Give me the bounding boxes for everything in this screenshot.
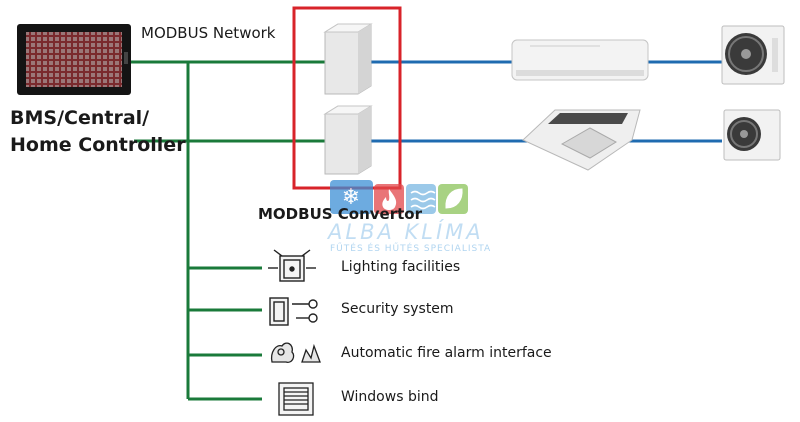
modbus-convertor-label: MODBUS Convertor xyxy=(258,205,422,223)
watermark-icons: ❄ xyxy=(330,180,468,214)
controller-label-line-2: Home Controller xyxy=(10,134,186,156)
controller-tablet xyxy=(17,24,131,95)
device-label-window-blind: Windows bind xyxy=(341,389,439,405)
device-label-fire-alarm: Automatic fire alarm interface xyxy=(341,345,552,361)
snowflake-icon xyxy=(330,180,373,214)
controller-label-line-1: BMS/Central/ xyxy=(10,107,150,129)
modbus-convertor-top xyxy=(323,23,373,95)
device-label-lighting: Lighting facilities xyxy=(341,259,461,275)
window-blind-icon xyxy=(278,382,314,416)
svg-text:❄: ❄ xyxy=(342,185,360,210)
modbus-convertor-bottom xyxy=(323,105,373,175)
wall-mounted-indoor-unit xyxy=(511,39,649,81)
outdoor-unit-top xyxy=(721,25,785,85)
device-label-security: Security system xyxy=(341,301,454,317)
watermark-tagline: FŰTÉS ÉS HŰTÉS SPECIALISTA xyxy=(330,244,492,254)
watermark-brand: ALBA KLÍMA xyxy=(328,220,484,244)
modbus-network-label: MODBUS Network xyxy=(141,24,276,42)
security-icon xyxy=(269,297,318,326)
outdoor-unit-bottom xyxy=(723,109,781,161)
flame-icon xyxy=(374,184,404,214)
cassette-indoor-unit xyxy=(522,109,641,171)
fire-alarm-icon xyxy=(270,342,321,363)
lighting-icon xyxy=(268,249,316,282)
controller-label: BMS/Central/ Home Controller xyxy=(10,105,186,159)
